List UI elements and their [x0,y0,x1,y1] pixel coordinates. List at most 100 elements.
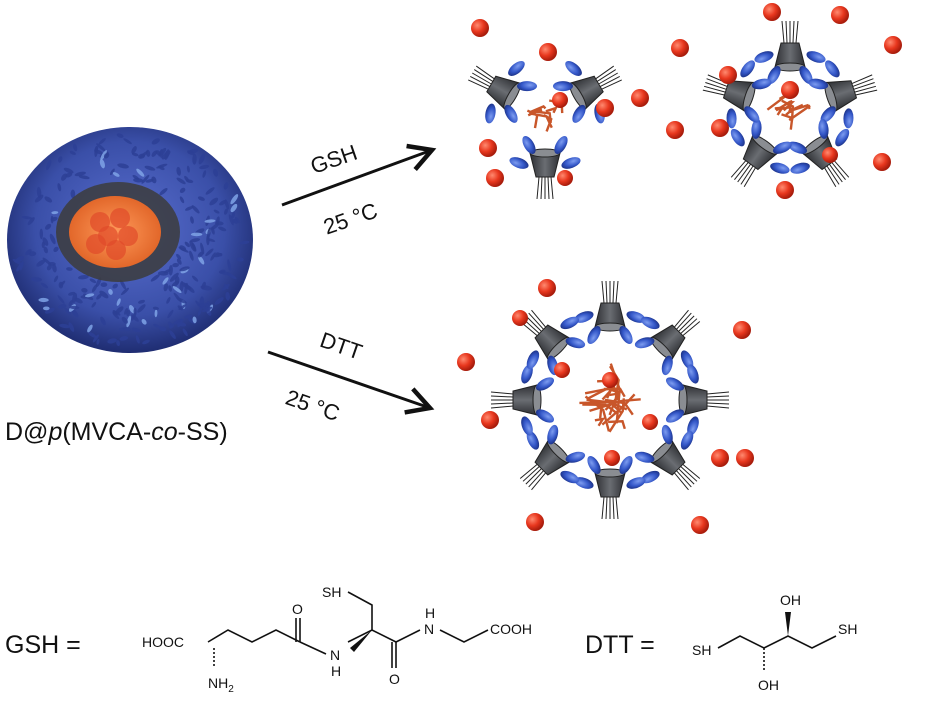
shell-strand [96,143,106,152]
shell-strand [99,159,105,169]
shell-strand [185,206,194,211]
shell-strand [176,321,187,327]
shell-strand [131,327,141,333]
shell-strand [223,182,229,190]
shell-strand [112,283,118,289]
shell-strand [107,338,117,344]
shell-strand [190,216,194,224]
blue-ellipse [773,141,792,154]
drug-particle [631,89,649,107]
gsh-amide-n-1: N [330,647,340,663]
disulfide-linker [528,112,553,129]
blue-ellipse [770,162,790,174]
shell-strand [184,241,190,248]
drug-particle [671,39,689,57]
shell-strand [166,297,171,304]
shell-strand [34,194,44,203]
shell-strand [189,240,196,252]
shell-strand [21,215,33,220]
shell-strand [116,133,124,138]
shell-strand [176,177,186,185]
cone-chain [599,76,620,88]
shell-strand [100,282,108,288]
shell-strand [74,171,86,177]
blue-ellipse [680,350,694,370]
drug-particle [884,36,902,54]
shell-strand [109,168,115,176]
shell-strand [137,304,146,313]
shell-strand [185,179,194,183]
shell-strand [197,196,205,201]
shell-strand [161,150,171,160]
shell-strand [48,261,56,266]
cone-chain [706,78,728,87]
polymer-cone [665,364,730,436]
cone-chain [853,82,875,90]
shell-strand [100,150,107,161]
shell-strand [44,196,53,203]
cone-chain [540,176,543,200]
shell-strand [198,255,205,265]
shell-strand [53,275,59,283]
shell-strand [68,300,74,307]
drug-particle [822,147,838,163]
drug-particle [873,153,891,171]
blue-ellipse [535,377,555,391]
polymer-cone [490,364,555,436]
dtt-arrow-label: DTT [317,327,366,365]
polymer-cone [574,455,646,520]
shell-strand [144,165,156,171]
micelle-label: D@p(MVCA-co-SS) [5,418,228,446]
shell-strand [57,304,67,309]
shell-strand [179,187,186,194]
blue-ellipse [661,424,673,445]
gsh-product-cluster-large [666,3,902,199]
shell-strand [210,252,216,261]
dtt-hydroxyl-top: OH [780,592,801,608]
shell-strand [81,287,88,293]
gsh-reaction-arrow [281,143,437,207]
cone-chain [598,72,618,85]
cone-chain [475,65,495,80]
shell-strand [78,175,90,180]
shell-strand [205,187,215,195]
shell-strand [131,152,139,157]
drug-particle [602,372,618,388]
cone-chain [490,395,514,398]
shell-strand [115,306,124,314]
drug-particle [736,449,754,467]
shell-strand [91,301,97,308]
polymer-cone [574,280,646,345]
core-drug-particle [86,234,106,254]
blue-ellipse [522,135,536,155]
blue-ellipse [521,416,533,436]
shell-strand [206,227,212,239]
cone-chain [824,167,837,187]
dtt-thiol-right: SH [838,621,857,637]
shell-strand [205,248,214,257]
cone-chain [547,176,550,200]
shell-strand [64,307,71,315]
gsh-arrow-label: GSH [307,140,360,179]
shell-strand [39,228,44,240]
shell-strand [119,279,127,290]
shell-strand [42,237,49,246]
gsh-cooh: COOH [490,621,532,637]
cone-chain [490,402,514,405]
cone-chain [605,280,608,304]
blue-ellipse [687,416,699,436]
cone-chain [833,160,850,178]
cone-chain [531,309,547,328]
shell-strand [158,165,165,171]
shell-strand [142,339,150,345]
blue-ellipse [726,108,737,129]
gsh-hooc: HOOC [142,634,184,650]
shell-strand [129,304,135,314]
shell-strand [126,315,132,328]
shell-strand [214,221,224,226]
blue-ellipse [665,409,685,423]
shell-strand [65,172,73,178]
shell-strand [92,334,100,343]
shell-strand [169,330,176,340]
shell-strand [176,166,181,176]
